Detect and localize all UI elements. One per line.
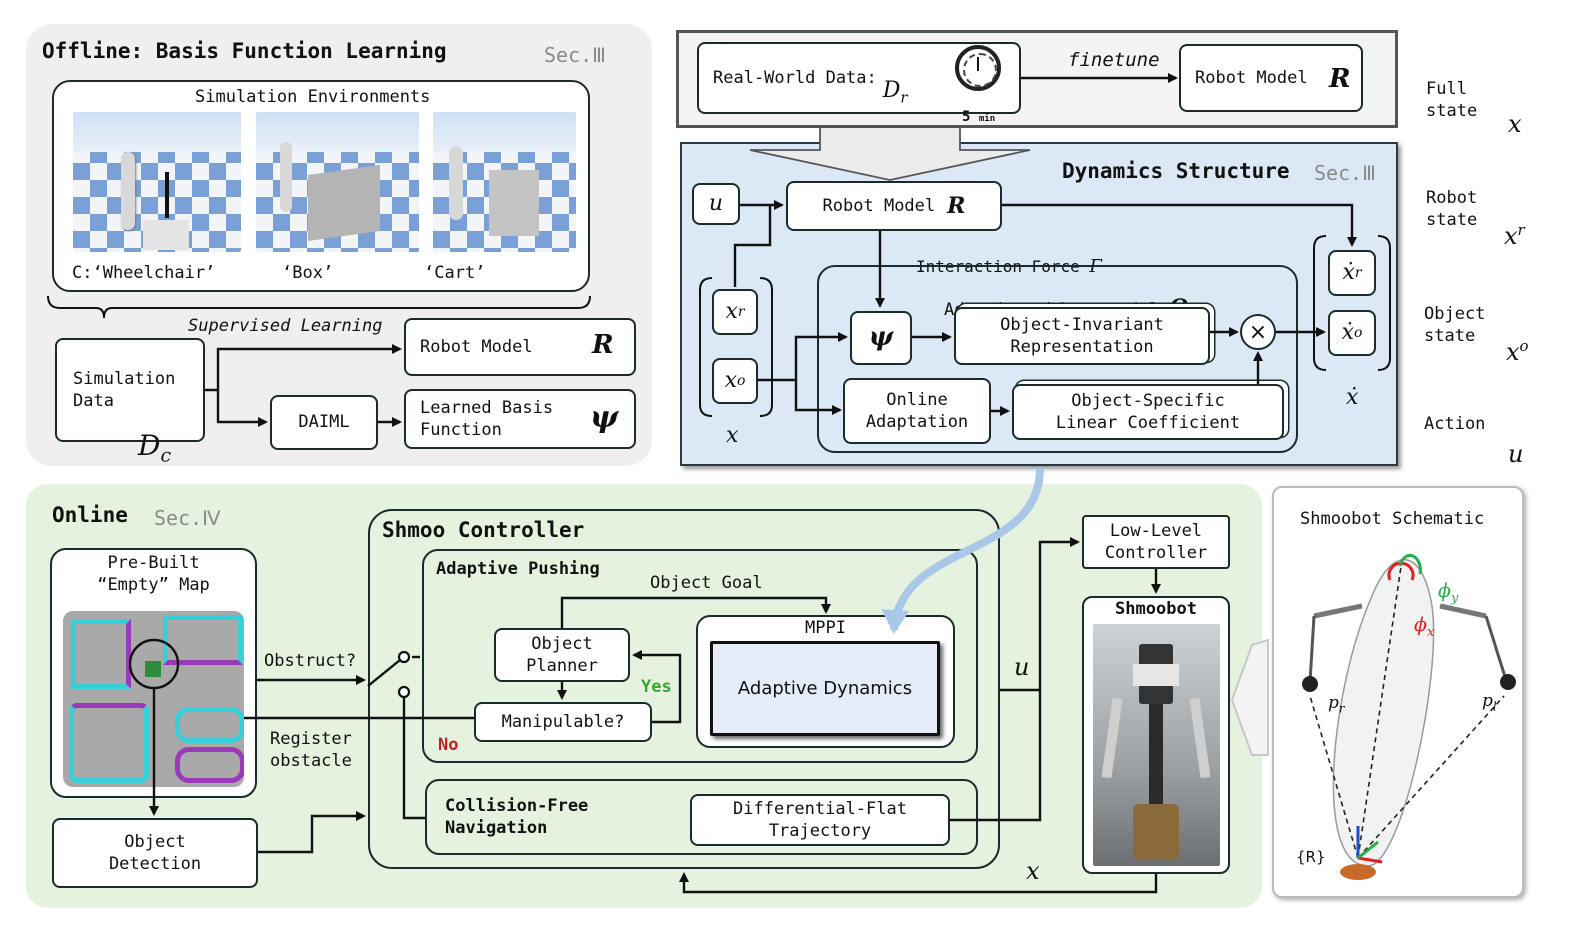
dyn-psi-box: ψ <box>850 311 912 365</box>
online-x-label: x <box>1026 857 1040 885</box>
map-image <box>63 611 244 787</box>
diff-flat-box: Differential-Flat Trajectory <box>690 794 950 846</box>
p-l-label: pl <box>1482 691 1497 714</box>
daiml-box: DAIML <box>270 395 378 450</box>
offline-title: Offline: Basis Function Learning <box>42 39 447 63</box>
env-label-cart: ‘Cart’ <box>424 263 486 283</box>
shmoobot-label: Shmoobot <box>1115 599 1197 619</box>
dyn-robot-model-label: Robot Model <box>822 195 936 216</box>
collision-free-box: Collision-Free Navigation <box>425 779 978 855</box>
offline-robot-model-label: Robot Model <box>420 336 533 357</box>
legend-action: Action <box>1424 414 1486 434</box>
legend-robot-state-symbol: xr <box>1504 221 1525 251</box>
dynamics-sec: Sec.Ⅲ <box>1314 161 1376 185</box>
legend-full-state: Full state <box>1426 79 1478 122</box>
top-robot-model-symbol: R <box>1329 64 1351 94</box>
obj-detection-box: Object Detection <box>52 818 258 888</box>
legend-object-state: Object state <box>1424 304 1486 347</box>
phi-y-label: ϕy <box>1438 579 1459 606</box>
sim-data-label: Simulation Data <box>73 368 176 411</box>
register-label: Register obstacle <box>270 729 352 772</box>
adaptive-dynamics-label: Adaptive Dynamics <box>737 677 913 699</box>
legend-object-state-symbol: xo <box>1506 337 1529 367</box>
low-level-box: Low-Level Controller <box>1082 515 1230 569</box>
legend-action-symbol: u <box>1508 440 1524 469</box>
env-label-wheelchair: C:‘Wheelchair’ <box>72 263 216 283</box>
env-label-box: ‘Box’ <box>282 263 334 283</box>
schematic-drawing <box>1302 553 1516 880</box>
adaptive-dynamics-box: Adaptive Dynamics <box>710 641 940 736</box>
adaptive-pushing-title: Adaptive Pushing <box>436 559 600 579</box>
dyn-u-box: u <box>692 183 740 225</box>
phi-x-label: ϕx <box>1414 613 1435 640</box>
dyn-x-label: x <box>726 423 739 448</box>
real-world-symbol: Dr <box>882 77 908 107</box>
timer-icon <box>955 45 1001 91</box>
wheelchair-sim-image <box>73 112 241 252</box>
multiply-node: × <box>1240 314 1276 350</box>
mppi-label: MPPI <box>805 618 846 638</box>
yes-label: Yes <box>641 677 672 697</box>
online-adapt-label: Online Adaptation <box>865 389 969 432</box>
dynamics-title: Dynamics Structure <box>1062 159 1290 183</box>
offline-psi-symbol: ψ <box>590 400 619 435</box>
dyn-xdot-label: ẋ <box>1346 385 1359 410</box>
shmoobot-photo <box>1093 624 1220 866</box>
supervised-label: Supervised Learning <box>188 316 383 336</box>
object-goal-label: Object Goal <box>650 573 763 593</box>
collision-free-label: Collision-Free Navigation <box>445 795 589 838</box>
box-sim-image <box>256 112 419 252</box>
obj-invariant-box: Object-Invariant Representation <box>954 307 1210 365</box>
online-sec: Sec.Ⅳ <box>154 506 221 530</box>
learned-basis-label: Learned Basis Function <box>420 397 554 440</box>
low-level-label: Low-Level Controller <box>1104 520 1208 563</box>
manipulable-box: Manipulable? <box>474 702 652 742</box>
online-adapt-box: Online Adaptation <box>843 378 991 444</box>
diff-flat-label: Differential-Flat Trajectory <box>733 798 907 841</box>
top-robot-model-box: Robot Model <box>1179 44 1363 112</box>
obj-invariant-label: Object-Invariant Representation <box>1000 314 1164 357</box>
cart-sim-image <box>433 112 576 252</box>
object-planner-label: Object Planner <box>526 633 598 676</box>
top-robot-model-label: Robot Model <box>1195 67 1308 88</box>
offline-robot-model-symbol: R <box>592 330 614 360</box>
offline-sec: Sec.Ⅲ <box>544 43 606 67</box>
frame-label: {R} <box>1296 848 1326 866</box>
timer-label: 5 min <box>962 109 996 126</box>
legend-robot-state: Robot state <box>1426 188 1478 231</box>
obj-detection-label: Object Detection <box>108 831 202 874</box>
offline-robot-model-box: Robot Model <box>404 318 636 376</box>
legend-full-state-symbol: x <box>1508 110 1522 139</box>
sim-data-box: Simulation Data <box>55 338 205 442</box>
online-u-label: u <box>1014 653 1030 681</box>
shmoo-title: Shmoo Controller <box>382 518 585 542</box>
p-r-label: pr <box>1328 693 1345 716</box>
schematic-title: Shmoobot Schematic <box>1300 509 1485 529</box>
daiml-label: DAIML <box>298 412 350 433</box>
learned-basis-box: Learned Basis Function <box>404 389 636 449</box>
sim-envs-title: Simulation Environments <box>195 87 431 107</box>
online-title: Online <box>52 503 128 527</box>
manipulable-label: Manipulable? <box>501 711 625 732</box>
obj-specific-label: Object-Specific Linear Coefficient <box>1055 390 1241 433</box>
map-title: Pre-Built “Empty” Map <box>97 553 210 596</box>
sim-data-symbol: Dc <box>138 429 172 467</box>
dyn-robot-model-symbol: R <box>947 192 966 219</box>
dyn-robot-model-box: Robot Model R <box>786 181 1002 231</box>
finetune-label: finetune <box>1068 49 1160 71</box>
obstruct-label: Obstruct? <box>264 651 357 671</box>
object-planner-box: Object Planner <box>494 628 630 682</box>
obj-specific-box: Object-Specific Linear Coefficient <box>1012 384 1284 440</box>
no-label: No <box>438 735 459 755</box>
real-world-label: Real-World Data: <box>713 67 877 88</box>
